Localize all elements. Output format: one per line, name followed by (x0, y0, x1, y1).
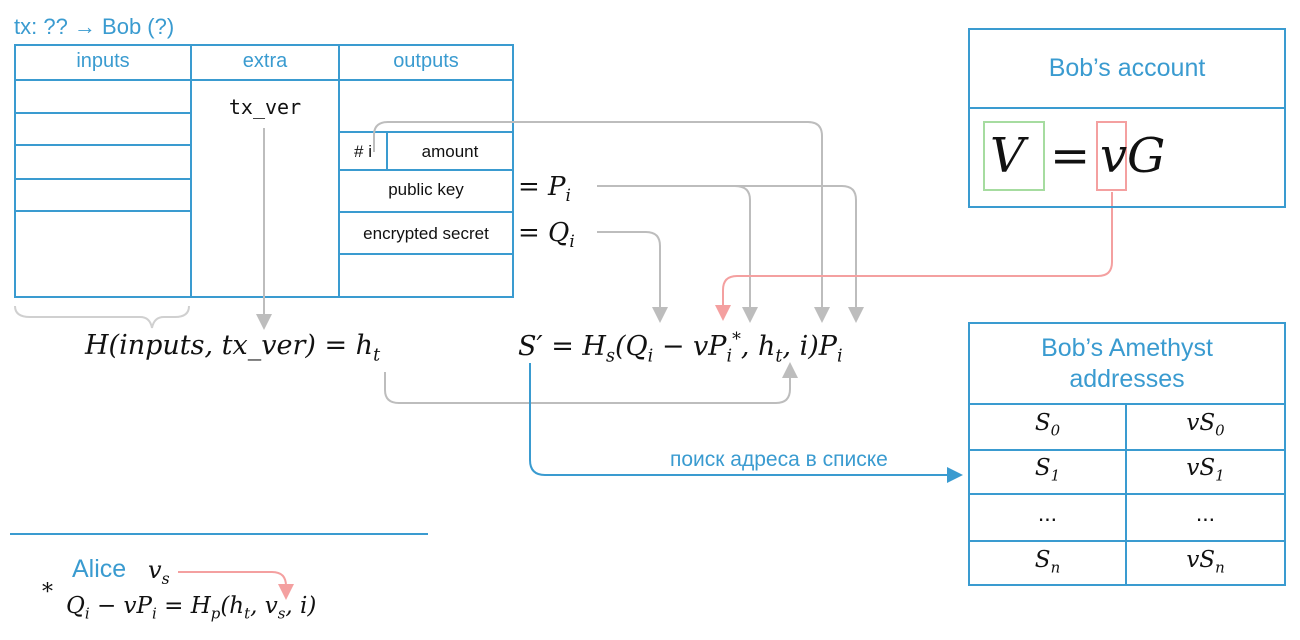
bob-formula-v: v (1100, 128, 1128, 184)
arrow-index-to-i (373, 121, 830, 323)
amethyst-table (968, 322, 1286, 586)
amethyst-row-1-view-key: vS1 (1186, 455, 1225, 485)
amethyst-row-0-view-key: vS0 (1186, 410, 1225, 440)
amethyst-title: Bob’s Amethyst addresses (1041, 334, 1213, 393)
bob-formula-eq: = (1050, 128, 1091, 184)
inputs-brace (14, 305, 190, 329)
output-index: # i (354, 142, 372, 161)
arrow-search (529, 363, 963, 483)
arrow-qi-to-q (597, 231, 668, 323)
arrow-v-to-vpi (715, 192, 1113, 321)
alice-arrow (178, 571, 294, 600)
header-extra: extra (242, 50, 288, 72)
amethyst-row-0-address: S0 (1034, 410, 1061, 440)
amethyst-row-2-view-key: ... (1195, 500, 1216, 526)
header-inputs: inputs (76, 50, 130, 72)
V-highlight (983, 121, 1045, 191)
v-highlight (1096, 121, 1127, 191)
eq-public-key: = Pi (518, 172, 571, 206)
bob-formula-V: V (990, 128, 1025, 184)
amethyst-row-3-view-key: vSn (1186, 547, 1225, 577)
output-public-key: public key (388, 180, 464, 199)
bob-account-title: Bob’s account (1048, 54, 1206, 82)
s-prime-formula: S′ = Hs(Qi − vPi*, ht, i)Pi (518, 330, 843, 367)
output-encrypted-secret: encrypted secret (363, 224, 489, 243)
amethyst-row-3-address: Sn (1034, 547, 1061, 577)
eq-encrypted-secret: = Qi (518, 218, 575, 252)
output-amount: amount (421, 142, 479, 161)
header-outputs: outputs (393, 50, 459, 72)
amethyst-row-2-address: ... (1037, 500, 1058, 526)
alice-formula: Qi − vPi = Hp(ht, vs, i) (66, 593, 317, 623)
hash-formula: H(inputs, tx_ver) = ht (85, 330, 381, 366)
arrow-pi-to-vpi (597, 185, 758, 323)
star-marker: * (732, 330, 741, 350)
search-label: поиск адреса в списке (670, 448, 888, 471)
alice-label: Alice (72, 555, 127, 583)
arrow-pi-to-end (735, 185, 857, 315)
alice-star: * (42, 580, 53, 605)
bob-formula-G: G (1127, 128, 1166, 184)
alice-vs: vs (148, 556, 170, 588)
tx-title: tx: ?? → Bob (?) (14, 14, 175, 39)
bob-account-box (968, 28, 1286, 208)
amethyst-row-1-address: S1 (1034, 455, 1061, 485)
arrow-ht-to-h (384, 362, 798, 404)
extra-tx-ver: tx_ver (228, 95, 302, 119)
